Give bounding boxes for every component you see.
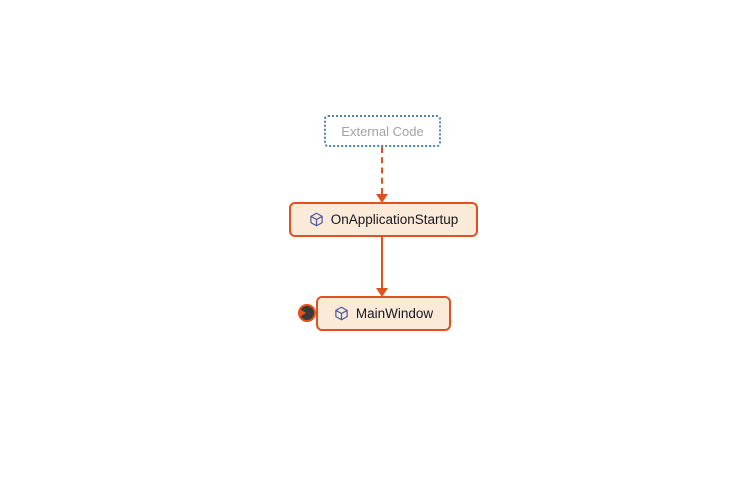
node-onapplicationstartup[interactable]: OnApplicationStartup [289,202,478,237]
edge-dashed-line [381,147,383,194]
arrowhead-down-icon [376,194,388,203]
edge-solid-line [381,237,383,288]
node-external-code[interactable]: External Code [324,115,441,147]
node-label: MainWindow [355,306,434,321]
node-label: OnApplicationStartup [330,212,459,227]
expand-incoming-badge[interactable] [298,304,316,322]
node-mainwindow[interactable]: MainWindow [316,296,451,331]
method-cube-icon [309,212,324,227]
node-label: External Code [341,123,424,139]
expand-incoming-arrow-icon [300,309,306,317]
class-cube-icon [334,306,349,321]
arrowhead-down-icon [376,288,388,297]
